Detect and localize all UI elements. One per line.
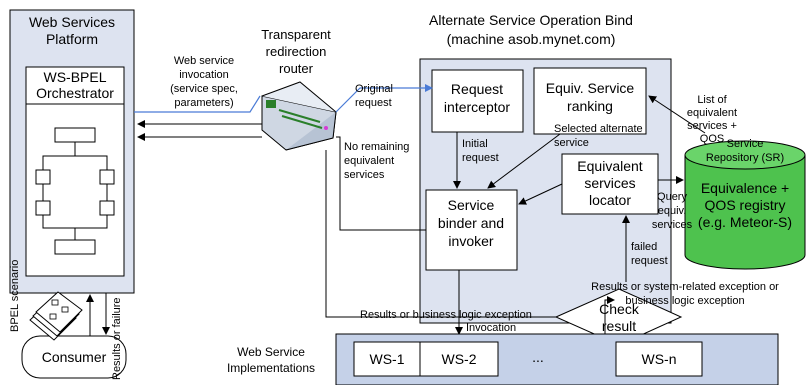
query-equiv-label-1: Query	[657, 191, 687, 203]
svg-text:result: result	[602, 318, 636, 334]
ws-n-box: WS-n	[615, 341, 703, 377]
results-failure-label: Results or failure	[111, 297, 123, 380]
bpel-documents-icon	[29, 291, 83, 341]
initial-request-label-1: Initial	[462, 138, 488, 150]
svg-text:Equiv. Service: Equiv. Service	[546, 80, 635, 96]
process-graph-icon	[35, 127, 115, 255]
bpel-scenario-label: BPEL scenario	[9, 260, 21, 332]
svg-text:(e.g. Meteor-S): (e.g. Meteor-S)	[698, 214, 792, 230]
svg-text:Repository (SR): Repository (SR)	[706, 152, 784, 164]
asob-title-line2: (machine asob.mynet.com)	[447, 31, 616, 47]
results-business-label: Results or business logic exception	[360, 309, 532, 321]
business-exception-line	[325, 150, 556, 318]
list-equivalent-label-1: List of	[697, 94, 727, 106]
equiv-locator-box: Equivalent services locator	[561, 153, 659, 215]
locator-to-binder-arrow	[518, 183, 563, 205]
no-remaining-label-3: services	[344, 169, 385, 181]
ws-2-box: WS-2	[419, 341, 499, 377]
ws-impl-label-1: Web Service	[237, 345, 305, 359]
router-label-line2: redirection	[266, 44, 327, 59]
svg-text:locator: locator	[589, 192, 631, 208]
failed-request-label-2: request	[631, 255, 668, 267]
svg-text:WS-n: WS-n	[642, 351, 677, 367]
failed-request-label-1: failed	[631, 241, 657, 253]
router-icon	[261, 81, 337, 151]
original-request-label-2: request	[355, 97, 392, 109]
list-equivalent-label-3: services +	[687, 120, 737, 132]
svg-text:Equivalence +: Equivalence +	[701, 180, 789, 196]
ws-invocation-label-2: invocation	[179, 69, 229, 81]
no-remaining-line	[336, 136, 426, 231]
invocation-label: Invocation	[466, 322, 516, 334]
svg-text:WS-1: WS-1	[370, 351, 405, 367]
service-repository: Service Repository (SR) Equivalence + QO…	[684, 138, 806, 270]
ws-impl-label-2: Implementations	[227, 361, 315, 375]
query-equiv-label-3: services	[652, 219, 693, 231]
selected-alternate-label-1: Selected alternate	[554, 123, 643, 135]
orchestrator-line2: Orchestrator	[36, 85, 114, 101]
results-system-label-1: Results or system-related exception or	[591, 281, 779, 293]
svg-text:QOS registry: QOS registry	[705, 197, 786, 213]
svg-text:Service: Service	[727, 138, 764, 150]
original-request-label-1: Original	[355, 83, 393, 95]
router-label-line3: router	[279, 61, 314, 76]
router-label-line1: Transparent	[261, 27, 331, 42]
platform-title-line2: Platform	[46, 31, 98, 47]
no-remaining-label-2: equivalent	[344, 155, 394, 167]
svg-text:Request: Request	[451, 81, 503, 97]
results-system-arrow	[604, 296, 615, 334]
list-equivalent-label-4: QOS	[700, 133, 724, 145]
list-equivalent-arrow	[648, 95, 706, 134]
selected-alternate-label-2: service	[554, 137, 589, 149]
svg-text:interceptor: interceptor	[444, 99, 510, 115]
svg-text:ranking: ranking	[567, 98, 613, 114]
no-remaining-label-1: No remaining	[344, 141, 409, 153]
svg-text:Check: Check	[599, 301, 640, 317]
ws-1-box: WS-1	[353, 341, 421, 377]
selected-alternate-arrow	[487, 133, 561, 189]
query-equiv-label-2: equiv.	[658, 205, 687, 217]
ws-invocation-label-4: parameters)	[174, 97, 233, 109]
svg-text:Service: Service	[448, 197, 495, 213]
equiv-ranking-box: Equiv. Service ranking	[533, 67, 647, 135]
svg-text:services: services	[584, 175, 635, 191]
svg-text:WS-2: WS-2	[442, 351, 477, 367]
platform-title-line1: Web Services	[29, 14, 115, 30]
ws-ellipsis: ...	[532, 349, 544, 365]
check-result-diamond: Check result	[554, 288, 683, 346]
svg-text:Equivalent: Equivalent	[577, 158, 642, 174]
bpel-orchestrator: WS-BPEL Orchestrator	[25, 66, 125, 277]
svg-text:Consumer: Consumer	[42, 349, 107, 365]
svg-text:invoker: invoker	[448, 233, 493, 249]
consumer-node: Consumer	[21, 335, 127, 379]
service-binder-box: Service binder and invoker	[425, 189, 518, 271]
initial-request-label-2: request	[462, 152, 499, 164]
invocation-blue-line	[134, 95, 261, 113]
ws-invocation-label-3: (service spec,	[170, 83, 238, 95]
asob-title-line1: Alternate Service Operation Bind	[429, 12, 633, 28]
orchestrator-line1: WS-BPEL	[43, 69, 106, 85]
list-equivalent-label-2: equivalent	[687, 107, 737, 119]
results-system-label-2: business logic exception	[625, 295, 744, 307]
request-interceptor-box: Request interceptor	[431, 69, 524, 133]
svg-text:binder and: binder and	[438, 215, 504, 231]
ws-invocation-label-1: Web service	[174, 55, 234, 67]
original-request-arrow	[335, 84, 433, 113]
